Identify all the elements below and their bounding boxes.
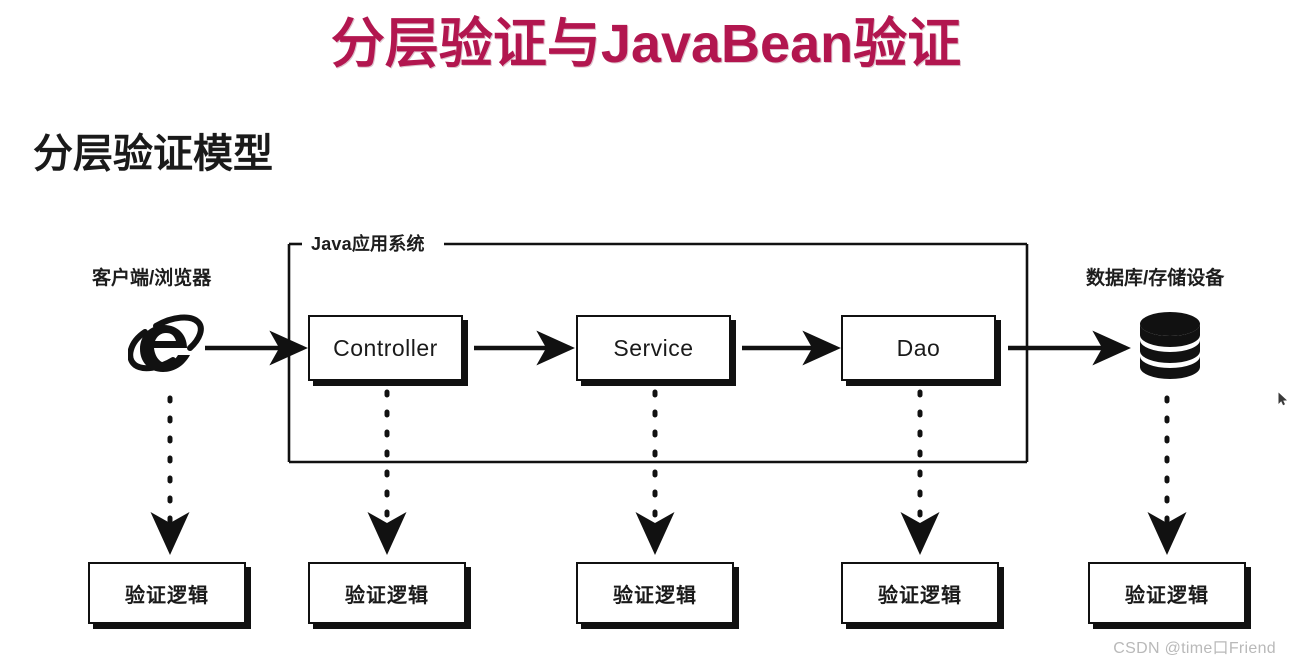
mouse-cursor-icon (1278, 392, 1287, 406)
database-icon (1140, 312, 1200, 379)
section-heading: 分层验证模型 (33, 132, 273, 176)
validation-logic-box[interactable]: 验证逻辑 (576, 562, 734, 624)
page-title: 分层验证与JavaBean验证 (330, 14, 962, 74)
validation-logic-box[interactable]: 验证逻辑 (308, 562, 466, 624)
layer-box-service[interactable]: Service (576, 315, 731, 381)
client-browser-label: 客户端/浏览器 (92, 268, 212, 289)
validation-logic-box[interactable]: 验证逻辑 (1088, 562, 1246, 624)
internet-explorer-icon (128, 314, 204, 372)
validation-logic-box[interactable]: 验证逻辑 (88, 562, 246, 624)
database-storage-label: 数据库/存储设备 (1086, 268, 1225, 289)
csdn-watermark: CSDN @time口Friend (1113, 640, 1276, 657)
java-system-label: Java应用系统 (305, 233, 431, 255)
layer-box-dao[interactable]: Dao (841, 315, 996, 381)
layer-box-controller[interactable]: Controller (308, 315, 463, 381)
validation-logic-box[interactable]: 验证逻辑 (841, 562, 999, 624)
